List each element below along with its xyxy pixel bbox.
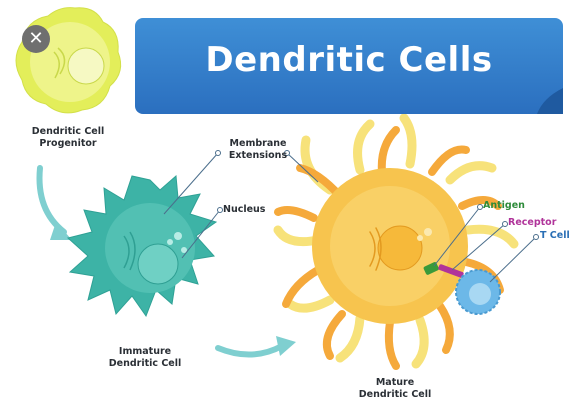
label-progenitor: Dendritic Cell Progenitor — [31, 126, 105, 149]
label-tcell: T Cell — [540, 230, 570, 241]
title-banner — [135, 18, 563, 114]
receptor-marker — [438, 264, 464, 278]
label-membrane: Membrane Extensions — [228, 138, 288, 161]
close-icon: ✕ — [28, 28, 44, 49]
mature-cell — [273, 113, 519, 370]
immature-cell — [66, 174, 218, 318]
label-receptor: Receptor — [508, 217, 557, 228]
label-immature: Immature Dendritic Cell — [108, 346, 182, 369]
label-antigen: Antigen — [483, 200, 525, 211]
arrow-immature-to-mature — [215, 343, 285, 358]
close-button[interactable]: ✕ — [22, 25, 50, 53]
leader-lines — [163, 150, 539, 283]
label-mature: Mature Dendritic Cell — [358, 377, 432, 400]
progenitor-cell — [15, 7, 122, 114]
page-title: Dendritic Cells — [205, 40, 493, 80]
label-nucleus: Nucleus — [223, 204, 266, 215]
t-cell — [455, 269, 501, 315]
banner-fold — [537, 88, 563, 114]
arrow-progenitor-to-immature — [36, 165, 67, 235]
